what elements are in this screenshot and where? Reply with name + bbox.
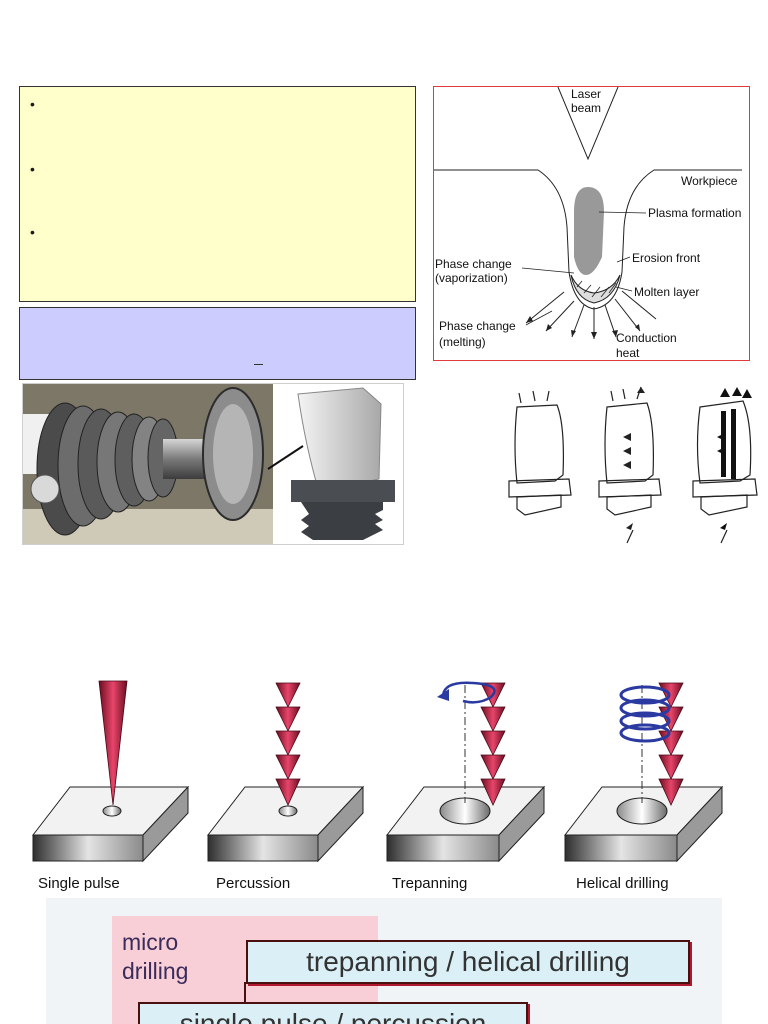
callout-line bbox=[267, 445, 304, 470]
underline-mark bbox=[254, 364, 263, 365]
conduction-heat-label-2: heat bbox=[616, 346, 640, 360]
laser-drilling-diagram: Laser beam Workpiece Plasma formation Er… bbox=[433, 86, 750, 361]
erosion-front-label: Erosion front bbox=[632, 251, 701, 265]
turbine-photo-svg bbox=[23, 384, 403, 544]
blade-sketch-1 bbox=[508, 390, 572, 516]
plasma-shape bbox=[574, 187, 604, 275]
bullet-text-box: • • • bbox=[19, 86, 416, 302]
block-helical-drilling bbox=[563, 785, 724, 863]
method-label-single-pulse: Single pulse bbox=[38, 875, 120, 892]
workpiece-blocks bbox=[31, 785, 724, 863]
laser-beam-label-1: Laser bbox=[571, 87, 601, 101]
drilling-methods-figure: Single pulse Percussion Trepanning Helic… bbox=[25, 675, 745, 895]
phase-change-melting-label-1: Phase change bbox=[439, 319, 516, 333]
stand-wheel bbox=[30, 474, 60, 504]
blade-root bbox=[301, 502, 383, 540]
bar-trepanning-helical: trepanning / helical drilling bbox=[246, 940, 690, 984]
molten-layer-label: Molten layer bbox=[634, 285, 699, 299]
leader-lines bbox=[521, 211, 647, 326]
rotation-arrowhead-icon bbox=[437, 689, 449, 701]
blade-sketch-3 bbox=[692, 400, 758, 544]
blade-sketches-svg bbox=[508, 386, 758, 544]
phase-change-melting-label-2: (melting) bbox=[439, 335, 486, 349]
micro-drilling-label: micro drilling bbox=[122, 928, 188, 986]
hole-percussion bbox=[278, 805, 298, 817]
trepanning-pulses bbox=[480, 682, 506, 806]
micro-label-line2: drilling bbox=[122, 958, 189, 984]
phase-change-vaporization-label-1: Phase change bbox=[435, 257, 512, 271]
bullet-point: • bbox=[30, 96, 35, 112]
helical-spiral-icon bbox=[619, 685, 671, 743]
micro-label-line1: micro bbox=[122, 929, 179, 955]
blade-cooling-sketches bbox=[495, 385, 765, 550]
blade-sketch-2-arrows bbox=[623, 387, 645, 530]
micro-drilling-chart: micro drilling trepanning / helical dril… bbox=[46, 898, 722, 1024]
laser-beam-cone bbox=[557, 86, 619, 161]
molten-layer-shape bbox=[570, 274, 621, 304]
conduction-arrowheads bbox=[526, 316, 640, 339]
conduction-heat-label-1: Conduction bbox=[616, 331, 677, 345]
laser-beam-label-2: beam bbox=[571, 101, 601, 115]
turbine-disk-inner bbox=[213, 404, 253, 504]
blade-platform bbox=[291, 480, 395, 502]
bullet-point: • bbox=[30, 224, 35, 240]
method-label-percussion: Percussion bbox=[216, 875, 291, 892]
single-pulse-beam bbox=[98, 680, 128, 806]
blade-sketch-2 bbox=[598, 386, 662, 544]
block-single-pulse bbox=[31, 785, 190, 863]
hole-single-pulse bbox=[102, 805, 122, 817]
laser-diagram-svg: Laser beam Workpiece Plasma formation Er… bbox=[434, 86, 742, 360]
percussion-pulses bbox=[275, 682, 301, 806]
bullet-point: • bbox=[30, 161, 35, 177]
drilling-methods-svg bbox=[31, 680, 724, 863]
plasma-formation-label: Plasma formation bbox=[648, 206, 741, 220]
note-box bbox=[19, 307, 416, 380]
method-label-trepanning: Trepanning bbox=[392, 875, 468, 892]
hatch-lines bbox=[576, 280, 617, 298]
bar-single-pulse-percussion: single pulse / percussion bbox=[138, 1002, 528, 1024]
rotation-arrow-icon bbox=[441, 681, 496, 704]
method-label-helical-drilling: Helical drilling bbox=[576, 875, 669, 892]
turbine-photo bbox=[22, 383, 404, 545]
blade-sketch-3-fill bbox=[717, 387, 752, 530]
turbine-blade bbox=[297, 387, 382, 493]
workpiece-label: Workpiece bbox=[681, 174, 738, 188]
phase-change-vaporization-label-2: (vaporization) bbox=[435, 271, 508, 285]
